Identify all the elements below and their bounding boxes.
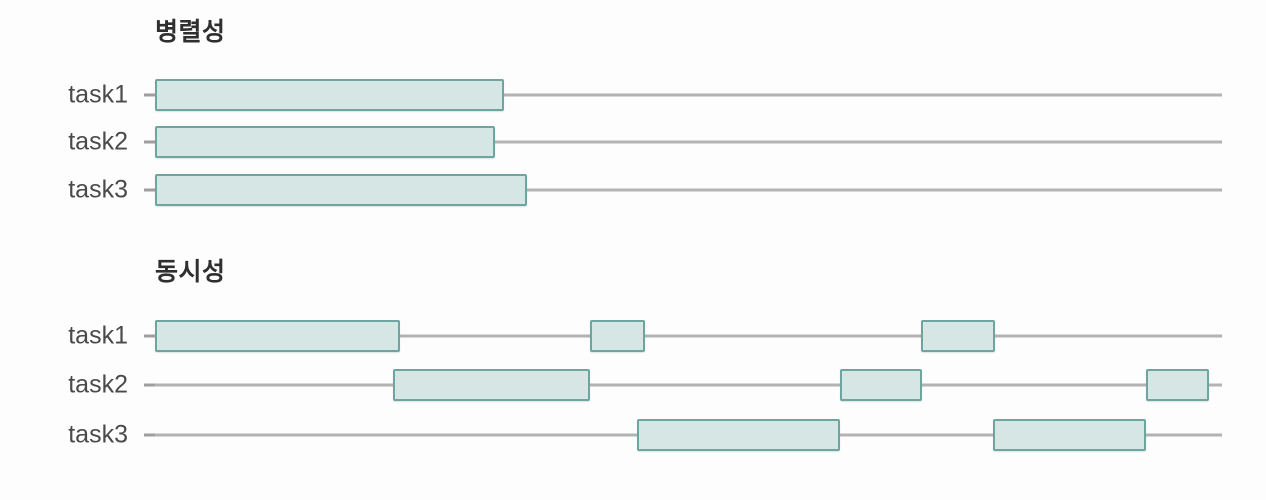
row-tick-task2 xyxy=(144,140,155,144)
task-block[interactable] xyxy=(393,369,590,401)
task-block[interactable] xyxy=(155,174,527,206)
task-block[interactable] xyxy=(155,126,495,158)
timeline-task1 xyxy=(155,93,1222,97)
task-block[interactable] xyxy=(1146,369,1209,401)
task-block[interactable] xyxy=(921,320,995,352)
row-tick-task1 xyxy=(144,93,155,97)
row-label-task1: task1 xyxy=(68,321,128,350)
row-tick-task2 xyxy=(144,383,155,387)
timeline-task3 xyxy=(155,188,1222,192)
timeline-task2 xyxy=(155,383,1222,387)
section-title-parallelism: 병렬성 xyxy=(155,17,226,46)
timeline-task2 xyxy=(155,140,1222,144)
row-tick-task3 xyxy=(144,433,155,437)
task-block[interactable] xyxy=(993,419,1146,451)
row-label-task3: task3 xyxy=(68,175,128,204)
timeline-task1 xyxy=(155,334,1222,338)
task-block[interactable] xyxy=(840,369,922,401)
row-tick-task3 xyxy=(144,188,155,192)
task-block[interactable] xyxy=(590,320,645,352)
task-block[interactable] xyxy=(155,320,400,352)
row-tick-task1 xyxy=(144,334,155,338)
row-label-task2: task2 xyxy=(68,127,128,156)
row-label-task2: task2 xyxy=(68,370,128,399)
section-title-concurrency: 동시성 xyxy=(155,257,226,286)
task-block[interactable] xyxy=(637,419,840,451)
row-label-task1: task1 xyxy=(68,80,128,109)
task-block[interactable] xyxy=(155,79,504,111)
row-label-task3: task3 xyxy=(68,420,128,449)
